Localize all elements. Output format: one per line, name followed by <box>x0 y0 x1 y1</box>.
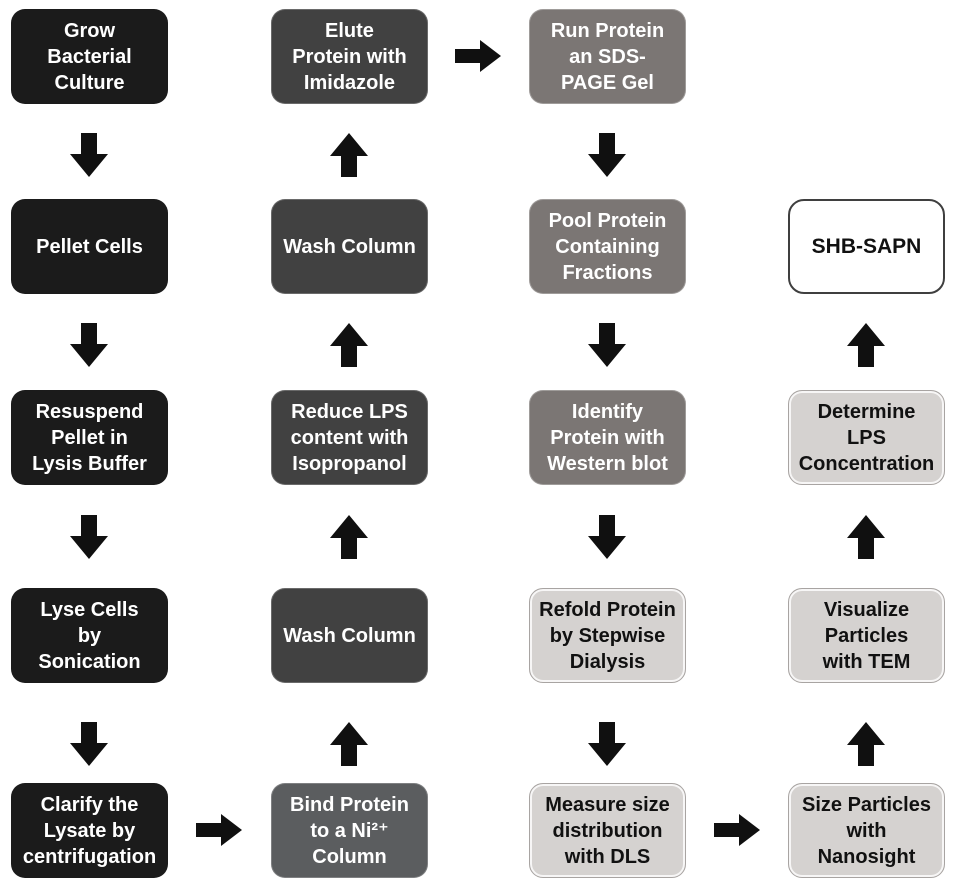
node-identify-western-blot: Identify Protein with Western blot <box>529 390 686 485</box>
arrow-down-lyse-to-clarify <box>70 722 108 766</box>
node-elute-protein: Elute Protein with Imidazole <box>271 9 428 104</box>
node-visualize-tem: Visualize Particles with TEM <box>788 588 945 683</box>
node-size-nanosight: Size Particles with Nanosight <box>788 783 945 878</box>
node-refold-dialysis: Refold Protein by Stepwise Dialysis <box>529 588 686 683</box>
arrow-up-reduce-to-wash2 <box>330 323 368 367</box>
node-shb-sapn: SHB-SAPN <box>788 199 945 294</box>
arrow-right-clarify-to-bind <box>196 814 242 846</box>
arrow-down-pool-to-identify <box>588 323 626 367</box>
arrow-right-measure-to-size <box>714 814 760 846</box>
node-determine-lps: Determine LPS Concentration <box>788 390 945 485</box>
node-pellet-cells: Pellet Cells <box>11 199 168 294</box>
node-lyse-cells: Lyse Cells by Sonication <box>11 588 168 683</box>
arrow-down-resuspend-to-lyse <box>70 515 108 559</box>
node-resuspend-pellet: Resuspend Pellet in Lysis Buffer <box>11 390 168 485</box>
node-bind-protein-ni-column: Bind Protein to a Ni²⁺ Column <box>271 783 428 878</box>
arrow-down-pellet-to-resuspend <box>70 323 108 367</box>
arrow-up-bind-to-wash1 <box>330 722 368 766</box>
arrow-right-elute-to-run <box>455 40 501 72</box>
node-grow-bacterial-culture: Grow Bacterial Culture <box>11 9 168 104</box>
node-measure-dls: Measure size distribution with DLS <box>529 783 686 878</box>
arrow-up-wash1-to-reduce <box>330 515 368 559</box>
arrow-up-wash2-to-elute <box>330 133 368 177</box>
arrow-down-refold-to-measure <box>588 722 626 766</box>
arrow-up-visualize-to-determine <box>847 515 885 559</box>
node-run-sds-page: Run Protein an SDS- PAGE Gel <box>529 9 686 104</box>
arrow-down-grow-to-pellet <box>70 133 108 177</box>
node-pool-fractions: Pool Protein Containing Fractions <box>529 199 686 294</box>
node-reduce-lps: Reduce LPS content with Isopropanol <box>271 390 428 485</box>
arrow-down-identify-to-refold <box>588 515 626 559</box>
arrow-up-determine-to-shbsapn <box>847 323 885 367</box>
node-clarify-lysate: Clarify the Lysate by centrifugation <box>11 783 168 878</box>
node-wash-column-2: Wash Column <box>271 199 428 294</box>
arrow-down-run-to-pool <box>588 133 626 177</box>
node-wash-column-1: Wash Column <box>271 588 428 683</box>
arrow-up-size-to-visualize <box>847 722 885 766</box>
